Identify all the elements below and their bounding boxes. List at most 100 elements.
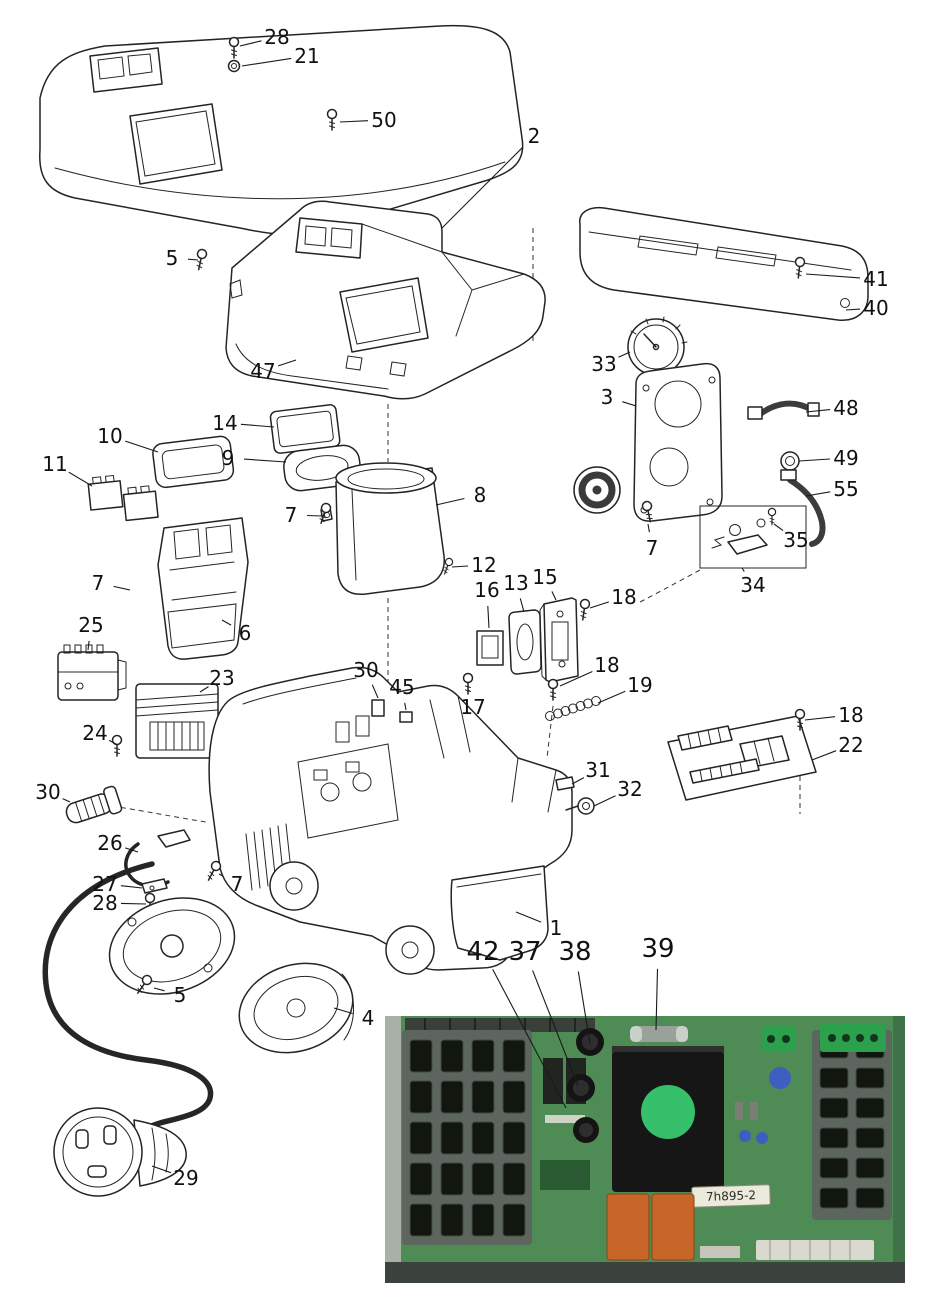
part-spring — [545, 696, 601, 721]
callout-14: 14 — [212, 411, 237, 435]
callout-leader-18 — [589, 601, 609, 609]
callout-leader-5 — [153, 987, 165, 992]
callout-leader-28 — [239, 40, 262, 47]
part-clamp — [124, 829, 223, 915]
callout-7: 7 — [231, 872, 244, 896]
callout-1: 1 — [550, 916, 563, 940]
callout-leader-30 — [62, 798, 71, 803]
part-power-cord — [42, 861, 214, 1135]
callout-leader-30 — [371, 684, 379, 699]
callout-16: 16 — [474, 578, 499, 602]
callout-42: 42 — [466, 937, 499, 967]
plug-pin — [103, 1125, 117, 1145]
heatsink-fin — [471, 1203, 495, 1237]
callout-leader-33 — [618, 351, 631, 358]
screw-icon — [462, 672, 474, 695]
callout-leader-47 — [278, 359, 297, 367]
callout-49: 49 — [833, 446, 858, 470]
callout-19: 19 — [627, 673, 652, 697]
callout-18: 18 — [594, 653, 619, 677]
clip — [141, 878, 168, 894]
heatsink-fin — [409, 1162, 433, 1196]
part-power-plug — [53, 1107, 187, 1197]
screw-icon — [577, 598, 591, 622]
callout-leader-1 — [515, 911, 542, 923]
callout-leader-7 — [113, 585, 131, 591]
heatsink-fin — [502, 1162, 526, 1196]
callout-leader-22 — [811, 750, 837, 761]
callout-18: 18 — [838, 703, 863, 727]
callout-5: 5 — [166, 246, 179, 270]
callout-leader-5 — [187, 258, 199, 261]
callout-leader-2 — [441, 146, 524, 229]
wheel-arch — [385, 925, 435, 975]
callout-leader-45 — [404, 702, 407, 711]
callout-50: 50 — [371, 108, 396, 132]
callout-8: 8 — [474, 483, 487, 507]
part-frame — [152, 435, 235, 489]
callout-leader-49 — [798, 458, 831, 462]
terminal-block — [820, 1024, 886, 1052]
callout-6: 6 — [239, 621, 252, 645]
callout-leader-8 — [435, 497, 465, 506]
callout-leader-7 — [647, 523, 650, 533]
part-cable-gland — [65, 785, 123, 824]
heatsink-fin — [471, 1121, 495, 1155]
terminal-block — [762, 1026, 796, 1052]
part-motor-end-cover-a — [108, 897, 236, 997]
part-hose-fittings — [747, 400, 826, 547]
callout-leader-23 — [199, 686, 209, 693]
callout-25: 25 — [78, 613, 103, 637]
callout-26: 26 — [97, 831, 122, 855]
callout-leader-14 — [240, 423, 275, 428]
callout-7: 7 — [92, 571, 105, 595]
callout-39: 39 — [641, 934, 674, 964]
heatsink-fin — [855, 1127, 885, 1149]
callout-leader-12 — [451, 565, 469, 568]
heatsink-fin — [855, 1097, 885, 1119]
callout-35: 35 — [783, 528, 808, 552]
heatsink-fin — [502, 1039, 526, 1073]
callout-30: 30 — [353, 658, 378, 682]
part-control-pcb — [667, 708, 817, 801]
hose-fitting — [577, 797, 595, 815]
callout-leader-31 — [571, 777, 585, 785]
callout-leader-42 — [492, 969, 567, 1109]
callout-5: 5 — [174, 983, 187, 1007]
part-filter-plates — [462, 597, 591, 701]
part-relay — [57, 644, 127, 701]
heatsink-fin — [819, 1067, 849, 1089]
heatsink-fin — [440, 1080, 464, 1114]
heatsink-fin — [409, 1039, 433, 1073]
callout-55: 55 — [833, 477, 858, 501]
heatsink-fin — [502, 1121, 526, 1155]
callout-40: 40 — [863, 296, 888, 320]
screw-icon — [111, 734, 123, 757]
heatsink-fin — [855, 1067, 885, 1089]
part-handle-cover — [579, 206, 869, 321]
part-bracket — [157, 517, 249, 660]
heatsink-fin — [819, 1157, 849, 1179]
board-label: 7h895-2 — [691, 1184, 771, 1208]
callout-leader-39 — [655, 968, 659, 1031]
callout-leader-7 — [218, 873, 224, 877]
part-container — [316, 462, 455, 596]
callout-37: 37 — [508, 937, 541, 967]
heatsink-fin — [409, 1121, 433, 1155]
callout-leader-28 — [120, 902, 147, 905]
callout-leader-26 — [125, 847, 139, 853]
callout-34: 34 — [740, 573, 765, 597]
callout-27: 27 — [92, 872, 117, 896]
part-valve-detail-box — [699, 505, 807, 569]
heatsink-fin — [855, 1187, 885, 1209]
heatsink-fin — [440, 1162, 464, 1196]
part-main-housing — [208, 666, 595, 975]
screw-icon — [547, 678, 559, 701]
callout-leader-48 — [805, 409, 831, 413]
heatsink-fin — [440, 1121, 464, 1155]
heatsink-fin — [409, 1203, 433, 1237]
part-front-panel — [633, 362, 723, 524]
callout-leader-40 — [845, 308, 861, 311]
